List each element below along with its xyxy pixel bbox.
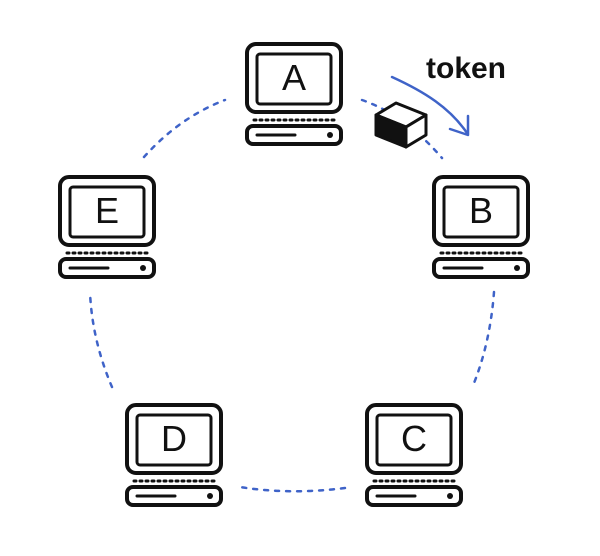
node-d-label: D <box>161 418 187 459</box>
node-e-label: E <box>95 190 119 231</box>
link-e-a <box>142 98 227 159</box>
link-c-d <box>238 485 347 493</box>
cube-icon <box>374 101 428 149</box>
node-b: B <box>432 175 530 279</box>
node-a-label: A <box>282 57 306 98</box>
node-d: D <box>125 403 223 507</box>
node-c: C <box>365 403 463 507</box>
node-c-label: C <box>401 418 427 459</box>
node-a: A <box>245 42 343 146</box>
curved-arrow-icon <box>390 75 470 137</box>
link-d-e <box>88 290 114 389</box>
node-b-label: B <box>469 190 493 231</box>
token-label: token <box>426 52 506 85</box>
link-b-c <box>470 290 496 390</box>
node-e: E <box>58 175 156 279</box>
